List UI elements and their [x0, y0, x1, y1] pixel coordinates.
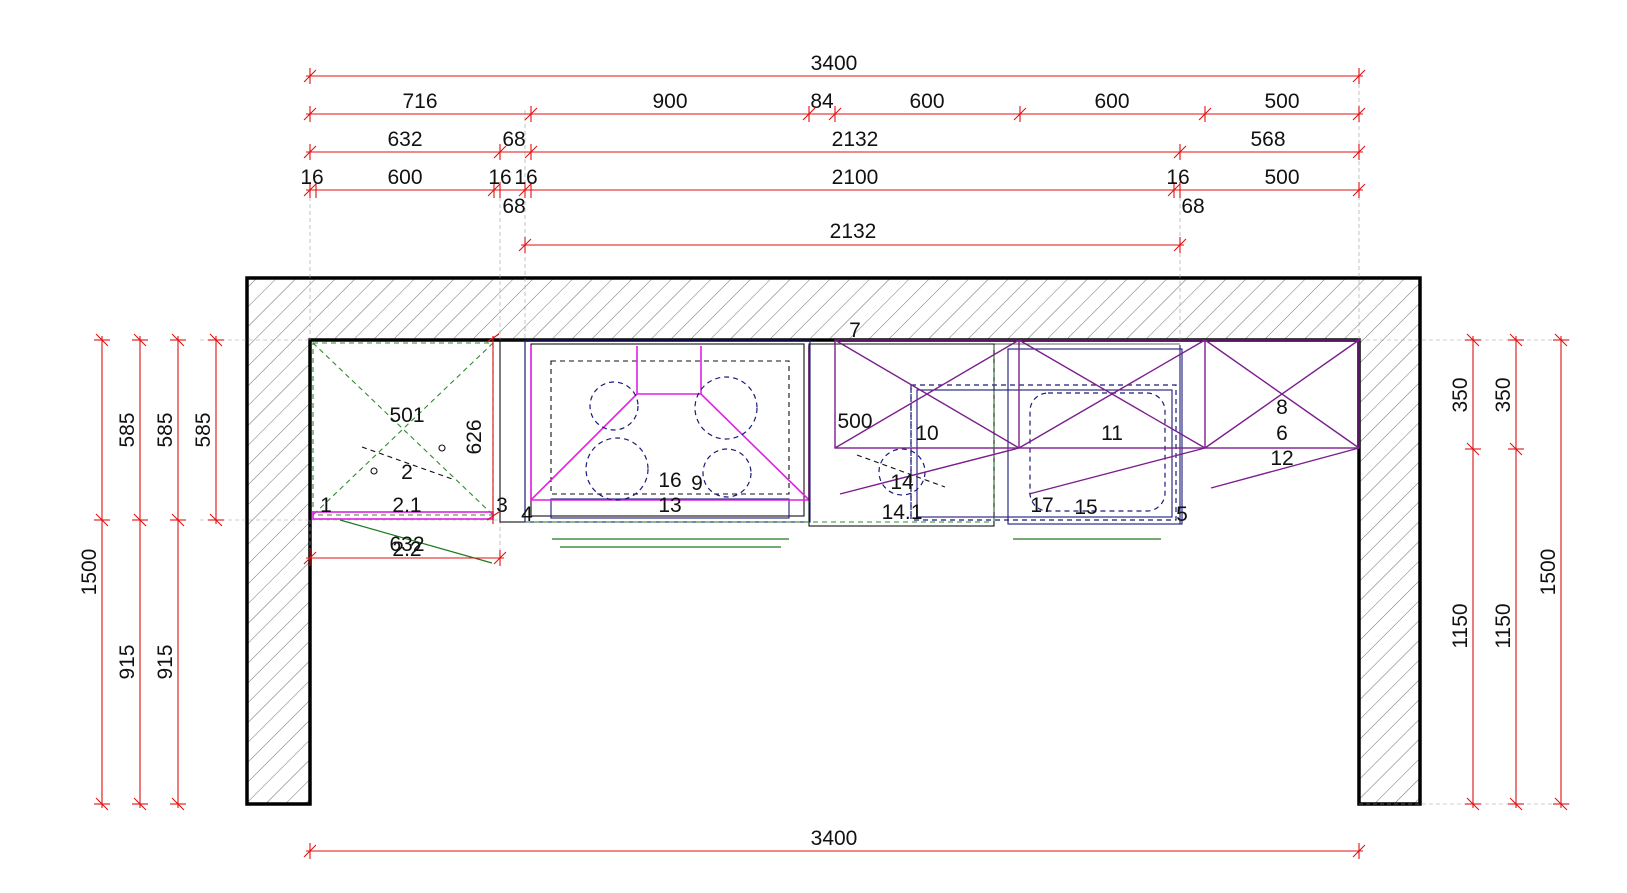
dim-right-3: 1150: [1492, 603, 1515, 648]
dim-overall-top: 3400: [811, 52, 858, 75]
item-label-3: 3: [496, 494, 508, 517]
dim-row2-3: 568: [1250, 128, 1285, 151]
dimension-row-1: 716 900 84 600 600 500: [303, 90, 1366, 122]
dim-row3-0: 16: [300, 166, 323, 189]
dim-left-1: 585: [154, 412, 177, 447]
item-label-6: 6: [1276, 422, 1288, 445]
dimension-left-stack: 585 585 585 915 915 1500: [78, 333, 224, 811]
dim-row2-0: 632: [387, 128, 422, 151]
dimension-inner-span: 2132: [518, 220, 1187, 253]
dim-right-0: 350: [1449, 377, 1472, 412]
dim-row3-5: 16: [1166, 166, 1189, 189]
dim-row3-extra-1: 68: [1181, 195, 1204, 218]
dim-row1-0: 716: [402, 90, 437, 113]
dim-left-2: 585: [192, 412, 215, 447]
item-label-13: 13: [658, 494, 681, 517]
dim-row3-2: 16: [488, 166, 511, 189]
item-label-16: 16: [658, 469, 681, 492]
dim-row1-5: 500: [1264, 90, 1299, 113]
dim-right-4: 1500: [1537, 549, 1560, 596]
item-label-9: 9: [691, 472, 703, 495]
dim-right-1: 350: [1492, 377, 1515, 412]
item-label-12: 12: [1270, 447, 1293, 470]
wall-cabinets: [809, 339, 1360, 495]
hob-and-hood: [524, 339, 811, 548]
base-unit-10: [525, 343, 1161, 540]
dim-row3-3: 16: [514, 166, 537, 189]
dim-overall-bottom: 3400: [811, 827, 858, 850]
dimension-row-3: 16 600 16 16 2100 16 500 68 68: [300, 166, 1366, 218]
dim-left-4: 915: [154, 644, 177, 679]
dimension-row-overall-bottom: 3400: [303, 827, 1366, 859]
dim-row3-1: 600: [387, 166, 422, 189]
dim-left-0: 585: [116, 412, 139, 447]
dim-row2-2: 2132: [832, 128, 879, 151]
dimension-row-2: 632 68 2132 568: [303, 128, 1366, 160]
dim-row3-extra-0: 68: [502, 195, 525, 218]
dim-inline-501: 501: [389, 404, 424, 427]
item-label-14-1: 14.1: [882, 501, 923, 524]
dim-row1-3: 600: [909, 90, 944, 113]
dim-inline-500: 500: [837, 410, 872, 433]
item-label-14: 14: [890, 471, 914, 494]
dim-row1-2: 84: [810, 90, 834, 113]
item-label-5: 5: [1176, 503, 1188, 526]
dim-row1-4: 600: [1094, 90, 1129, 113]
dim-row1-1: 900: [652, 90, 687, 113]
item-label-11: 11: [1101, 422, 1123, 445]
dimension-row-overall-top: 3400: [303, 52, 1366, 84]
dim-row3-4: 2100: [832, 166, 879, 189]
dim-inline-626: 626: [463, 419, 486, 454]
item-label-2-1: 2.1: [392, 494, 421, 517]
item-labels: 1 2 2.1 2.2 3 4 5 6 7 8 9 10 11 12 13 14…: [320, 319, 1294, 561]
item-label-17: 17: [1030, 494, 1053, 517]
dimension-right-stack: 350 350 1150 1150 1500: [1449, 333, 1569, 811]
item-label-8: 8: [1276, 396, 1288, 419]
dim-row2-1: 68: [502, 128, 525, 151]
corner-base-unit: 501 626 632: [303, 333, 526, 566]
dim-inner-span: 2132: [830, 220, 877, 243]
dim-left-5: 1500: [78, 549, 101, 596]
item-label-15: 15: [1074, 496, 1097, 519]
item-label-7: 7: [849, 319, 861, 342]
item-label-1: 1: [320, 494, 332, 517]
sink-unit: [910, 345, 1183, 525]
dim-inline-632: 632: [389, 533, 424, 556]
item-label-4: 4: [521, 503, 533, 526]
item-label-2: 2: [401, 461, 413, 484]
dim-row3-6: 500: [1264, 166, 1299, 189]
item-label-10: 10: [915, 422, 938, 445]
dim-right-2: 1150: [1449, 603, 1472, 648]
extension-lines: [200, 70, 1570, 805]
item-label-2-2: 2.2: [392, 538, 421, 561]
dim-left-3: 915: [116, 644, 139, 679]
